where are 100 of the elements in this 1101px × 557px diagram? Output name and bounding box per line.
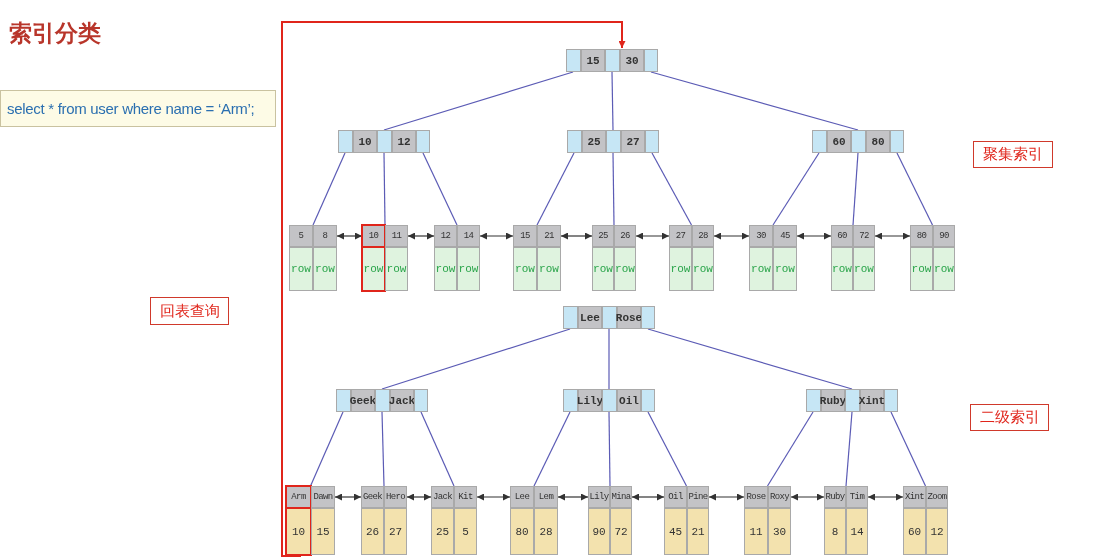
value-label: 26: [361, 508, 384, 555]
connector-line: [896, 152, 934, 226]
value-label: 80: [510, 508, 534, 555]
row-data: row: [537, 247, 561, 291]
leaf-node: [588, 486, 632, 555]
value-label: 72: [610, 508, 632, 555]
row-data: row: [614, 247, 636, 291]
connector-line: [309, 411, 344, 487]
key-label: Mina: [610, 486, 632, 508]
arrow: [635, 232, 670, 240]
arrow: [336, 232, 363, 240]
connector-line: [608, 411, 611, 487]
arrow: [281, 21, 626, 557]
row-data: row: [692, 247, 714, 291]
key-label: Lem: [534, 486, 558, 508]
leaf-node: [744, 486, 791, 555]
key-label: 11: [385, 225, 408, 247]
row-data: row: [289, 247, 313, 291]
value-label: 27: [384, 508, 407, 555]
label-box: 二级索引: [970, 404, 1049, 431]
arrow: [790, 493, 825, 501]
index-node: [563, 389, 655, 412]
key-label: Geek: [361, 486, 384, 508]
row-data: row: [749, 247, 773, 291]
connector-line: [845, 411, 853, 487]
row-data: row: [910, 247, 933, 291]
value-label: 30: [768, 508, 791, 555]
title: 索引分类: [9, 19, 101, 48]
leaf-node: [431, 486, 477, 555]
key-label: Jack: [431, 486, 454, 508]
value-label: 25: [431, 508, 454, 555]
index-node: [812, 130, 904, 153]
key-label: Oil: [664, 486, 687, 508]
connector-line: [651, 152, 693, 226]
value-label: 5: [454, 508, 477, 555]
row-data: row: [592, 247, 614, 291]
leaf-node: [361, 486, 407, 555]
leaf-node: [669, 225, 714, 291]
key-label: Ruby: [824, 486, 846, 508]
value-label: 60: [903, 508, 926, 555]
key-label: 27: [621, 130, 645, 153]
value-label: 14: [846, 508, 868, 555]
index-node: [338, 130, 430, 153]
row-data: row: [313, 247, 337, 291]
leaf-node: [831, 225, 875, 291]
row-data: row: [773, 247, 797, 291]
connector-line: [312, 152, 346, 226]
key-label: 12: [392, 130, 416, 153]
arrow: [713, 232, 750, 240]
connector-line: [422, 152, 458, 226]
connector-line: [381, 411, 385, 487]
arrow: [874, 232, 911, 240]
arrow: [557, 493, 589, 501]
value-label: 10: [286, 508, 311, 555]
connector-line: [608, 328, 610, 390]
key-label: Kit: [454, 486, 477, 508]
leaf-node: [434, 225, 480, 291]
leaf-node: [510, 486, 558, 555]
label-box: 回表查询: [150, 297, 229, 325]
key-label: Rose: [617, 306, 641, 329]
leaf-node: [513, 225, 561, 291]
key-label: 5: [289, 225, 313, 247]
leaf-node: [289, 225, 337, 291]
row-data: row: [853, 247, 875, 291]
key-label: 30: [749, 225, 773, 247]
arrow: [560, 232, 593, 240]
connector-line: [890, 411, 927, 487]
key-label: Lily: [588, 486, 610, 508]
key-label: Rose: [744, 486, 768, 508]
row-data: row: [933, 247, 955, 291]
value-label: 28: [534, 508, 558, 555]
row-data: row: [385, 247, 408, 291]
key-label: 27: [669, 225, 692, 247]
key-label: Jack: [390, 389, 414, 412]
leaf-node: [910, 225, 955, 291]
key-label: 25: [582, 130, 606, 153]
label-box: 聚集索引: [973, 141, 1053, 168]
row-data: row: [457, 247, 480, 291]
arrow: [708, 493, 745, 501]
leaf-node: [903, 486, 948, 555]
value-label: 15: [311, 508, 335, 555]
key-label: Pine: [687, 486, 709, 508]
arrow: [479, 232, 514, 240]
arrow: [406, 493, 432, 501]
key-label: Zoom: [926, 486, 948, 508]
key-label: Lee: [510, 486, 534, 508]
key-label: Geek: [351, 389, 375, 412]
key-label: 8: [313, 225, 337, 247]
leaf-node: [664, 486, 709, 555]
value-label: 12: [926, 508, 948, 555]
key-label: Oil: [617, 389, 641, 412]
key-label: 10: [353, 130, 377, 153]
key-label: 28: [692, 225, 714, 247]
key-label: 12: [434, 225, 457, 247]
index-node: [563, 306, 655, 329]
key-label: Lee: [578, 306, 602, 329]
connector-line: [772, 152, 820, 226]
key-label: 10: [362, 225, 385, 247]
key-label: 14: [457, 225, 480, 247]
connector-line: [420, 411, 455, 487]
